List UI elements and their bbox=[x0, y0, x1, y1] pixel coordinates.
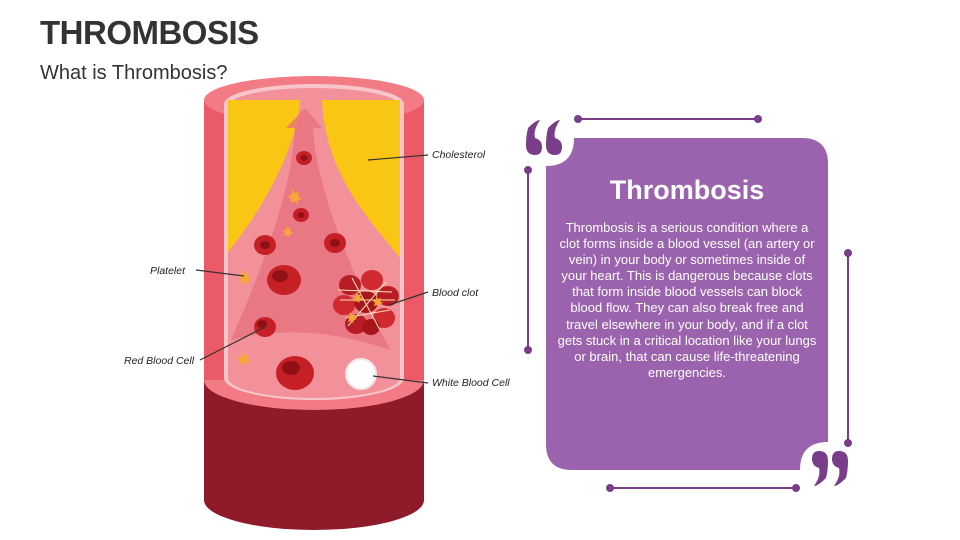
platelets bbox=[237, 189, 302, 366]
card-background bbox=[546, 138, 828, 470]
label-platelet: Platelet bbox=[150, 265, 186, 277]
card-title: Thrombosis bbox=[609, 175, 765, 205]
label-white-blood-cell: White Blood Cell bbox=[432, 377, 510, 389]
card-body: Thrombosis is a serious condition where … bbox=[557, 220, 817, 380]
page-subtitle: What is Thrombosis? bbox=[40, 62, 228, 84]
vessel-outer-body bbox=[204, 380, 424, 530]
page-title: THROMBOSIS bbox=[40, 14, 259, 51]
open-quote-icon bbox=[526, 120, 562, 155]
white-blood-cell bbox=[346, 359, 376, 389]
cholesterol-plaque-left bbox=[228, 100, 300, 252]
label-cholesterol: Cholesterol bbox=[432, 149, 486, 161]
cholesterol-plaque-right bbox=[322, 100, 400, 258]
red-blood-cells bbox=[254, 151, 346, 390]
label-blood-clot: Blood clot bbox=[432, 287, 479, 299]
leader-lines bbox=[195, 154, 429, 384]
blood-clot bbox=[333, 270, 399, 335]
label-red-blood-cell: Red Blood Cell bbox=[124, 355, 195, 367]
close-quote-icon bbox=[812, 451, 848, 486]
